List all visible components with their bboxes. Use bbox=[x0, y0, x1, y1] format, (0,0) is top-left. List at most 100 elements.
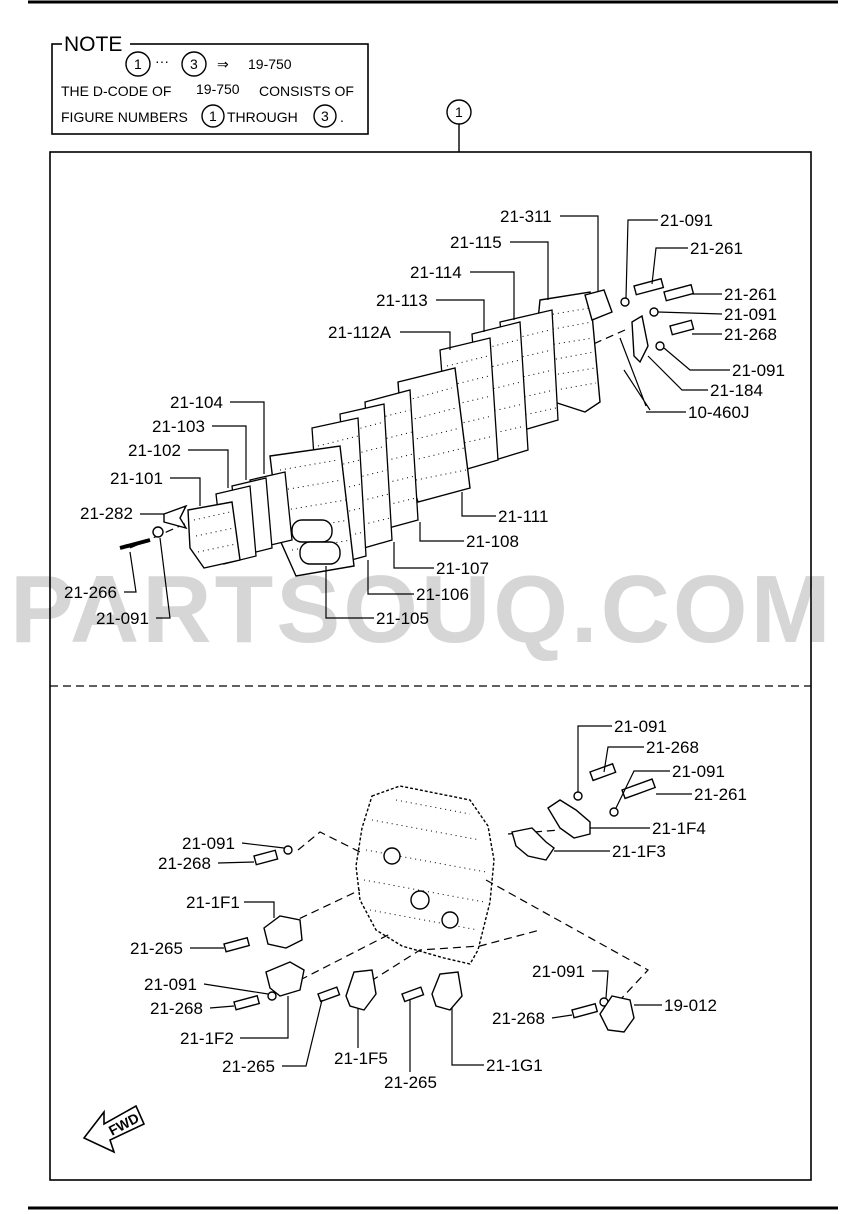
label-21-107: 21-107 bbox=[436, 559, 489, 578]
label-21-104: 21-104 bbox=[170, 393, 223, 412]
label-21-105: 21-105 bbox=[376, 609, 429, 628]
label-21-1g1: 21-1G1 bbox=[486, 1056, 543, 1075]
label-21-282: 21-282 bbox=[80, 504, 133, 523]
washer-left-a bbox=[283, 845, 293, 855]
label-21-266: 21-266 bbox=[64, 583, 117, 602]
label-21-091-b: 21-091 bbox=[724, 305, 777, 324]
bolt-left-21-268 bbox=[253, 849, 279, 866]
label-19-012: 19-012 bbox=[664, 996, 717, 1015]
clip-21-282 bbox=[163, 504, 188, 530]
note-dcode: 19-750 bbox=[248, 56, 292, 72]
label-21-268-b: 21-268 bbox=[646, 738, 699, 757]
label-21-265-b: 21-265 bbox=[222, 1057, 275, 1076]
label-21-111: 21-111 bbox=[498, 507, 548, 526]
solenoid-21-1f1 bbox=[263, 915, 303, 949]
bolt-21-265-c bbox=[401, 986, 425, 1003]
label-21-1f1: 21-1F1 bbox=[186, 893, 240, 912]
solenoid-21-1f5 bbox=[345, 969, 377, 1011]
note-line3-circle-to bbox=[313, 104, 337, 128]
bolt-bottom-21-268 bbox=[589, 762, 617, 782]
note-arrow: ⇒ bbox=[217, 56, 229, 72]
figure-number: 1 bbox=[455, 104, 463, 120]
valve-bore-b bbox=[410, 890, 430, 910]
fwd-arrow: FWD bbox=[82, 1104, 146, 1154]
note-line2-suffix: CONSISTS OF bbox=[259, 83, 354, 99]
label-21-1f5: 21-1F5 bbox=[334, 1049, 388, 1068]
label-21-106: 21-106 bbox=[416, 585, 469, 604]
note-ellipsis: ··· bbox=[155, 53, 169, 69]
main-frame bbox=[49, 151, 812, 1181]
solenoid-21-1f2 bbox=[265, 961, 305, 997]
valve-bore-a bbox=[383, 847, 401, 865]
valve-body-outline bbox=[355, 785, 495, 965]
washer-bottom-b bbox=[609, 807, 619, 817]
label-21-091-g: 21-091 bbox=[144, 975, 197, 994]
bolt-21-266 bbox=[119, 538, 151, 550]
solenoid-21-1f4 bbox=[547, 799, 591, 839]
label-21-091-f: 21-091 bbox=[182, 834, 235, 853]
note-circle-from bbox=[125, 51, 151, 77]
sensor-19-012 bbox=[599, 995, 635, 1033]
label-21-103: 21-103 bbox=[152, 417, 205, 436]
label-21-091-d: 21-091 bbox=[614, 717, 667, 736]
bottom-labels: 21-091 21-268 21-091 21-261 21-1F4 21-1F… bbox=[130, 717, 747, 1092]
note-line3-prefix: FIGURE NUMBERS bbox=[61, 109, 188, 125]
washer-top-c bbox=[655, 341, 665, 351]
label-21-102: 21-102 bbox=[128, 441, 181, 460]
label-21-261-a: 21-261 bbox=[690, 239, 743, 258]
bolt-21-261-a bbox=[633, 277, 665, 296]
solenoid-assembly-view bbox=[223, 762, 657, 1033]
label-21-1f4: 21-1F4 bbox=[652, 819, 706, 838]
note-line2-prefix: THE D-CODE OF bbox=[61, 83, 171, 99]
solenoid-21-1g1 bbox=[431, 971, 463, 1011]
bolt-bottom-21-261 bbox=[621, 778, 657, 800]
label-21-1f3: 21-1F3 bbox=[612, 842, 666, 861]
label-21-268-a: 21-268 bbox=[724, 325, 777, 344]
note-box: NOTE 1 ··· 3 ⇒ 19-750 THE D-CODE OF 19-7… bbox=[51, 32, 369, 135]
label-21-261-c: 21-261 bbox=[694, 785, 747, 804]
label-21-311: 21-311 bbox=[500, 207, 552, 226]
solenoid-cylinder-b bbox=[299, 541, 341, 565]
note-line3-to: 3 bbox=[321, 108, 329, 124]
pin-10-460j bbox=[619, 337, 651, 411]
note-line3-mid: THROUGH bbox=[227, 109, 298, 125]
washer-top-b bbox=[649, 307, 659, 317]
solenoid-cylinder-a bbox=[291, 519, 333, 543]
washer-left-b bbox=[267, 991, 277, 1001]
note-line3-end: . bbox=[340, 109, 344, 125]
valve-body-exploded-view bbox=[119, 277, 695, 577]
note-range-from: 1 bbox=[134, 56, 142, 72]
label-21-261-b: 21-261 bbox=[724, 285, 777, 304]
label-21-184: 21-184 bbox=[710, 381, 763, 400]
note-line3-from: 1 bbox=[209, 108, 217, 124]
label-21-091-c: 21-091 bbox=[732, 361, 785, 380]
label-21-101: 21-101 bbox=[110, 469, 163, 488]
bolt-21-261-b bbox=[663, 283, 695, 302]
label-21-113: 21-113 bbox=[376, 291, 428, 310]
watermark: PARTSOUQ.COM bbox=[10, 556, 834, 663]
bolt-21-265-b bbox=[317, 986, 341, 1003]
top-labels: 21-311 21-115 21-114 21-113 21-112A 21-1… bbox=[64, 207, 785, 628]
figure-number-callout: 1 bbox=[446, 99, 472, 152]
note-range-to: 3 bbox=[190, 56, 198, 72]
label-21-1f2: 21-1F2 bbox=[180, 1029, 234, 1048]
washer-21-091-left bbox=[152, 526, 164, 538]
label-21-268-c: 21-268 bbox=[158, 854, 211, 873]
label-21-268-d: 21-268 bbox=[150, 999, 203, 1018]
note-line2-dcode: 19-750 bbox=[196, 81, 240, 97]
end-cover-21-101 bbox=[187, 501, 241, 569]
label-21-091-h: 21-091 bbox=[532, 962, 585, 981]
label-21-265-c: 21-265 bbox=[384, 1073, 437, 1092]
bracket-21-184 bbox=[631, 314, 649, 364]
note-line3-circle-from bbox=[201, 104, 225, 128]
bolt-21-265-a bbox=[223, 936, 251, 953]
label-21-114: 21-114 bbox=[410, 263, 462, 282]
bolt-21-268-a bbox=[669, 319, 695, 336]
label-10-460j: 10-460J bbox=[688, 403, 749, 422]
label-21-265-a: 21-265 bbox=[130, 939, 183, 958]
label-21-091-a: 21-091 bbox=[660, 211, 713, 230]
label-21-108: 21-108 bbox=[466, 532, 519, 551]
bolt-left-21-268-b bbox=[233, 994, 261, 1011]
label-21-268-e: 21-268 bbox=[492, 1009, 545, 1028]
